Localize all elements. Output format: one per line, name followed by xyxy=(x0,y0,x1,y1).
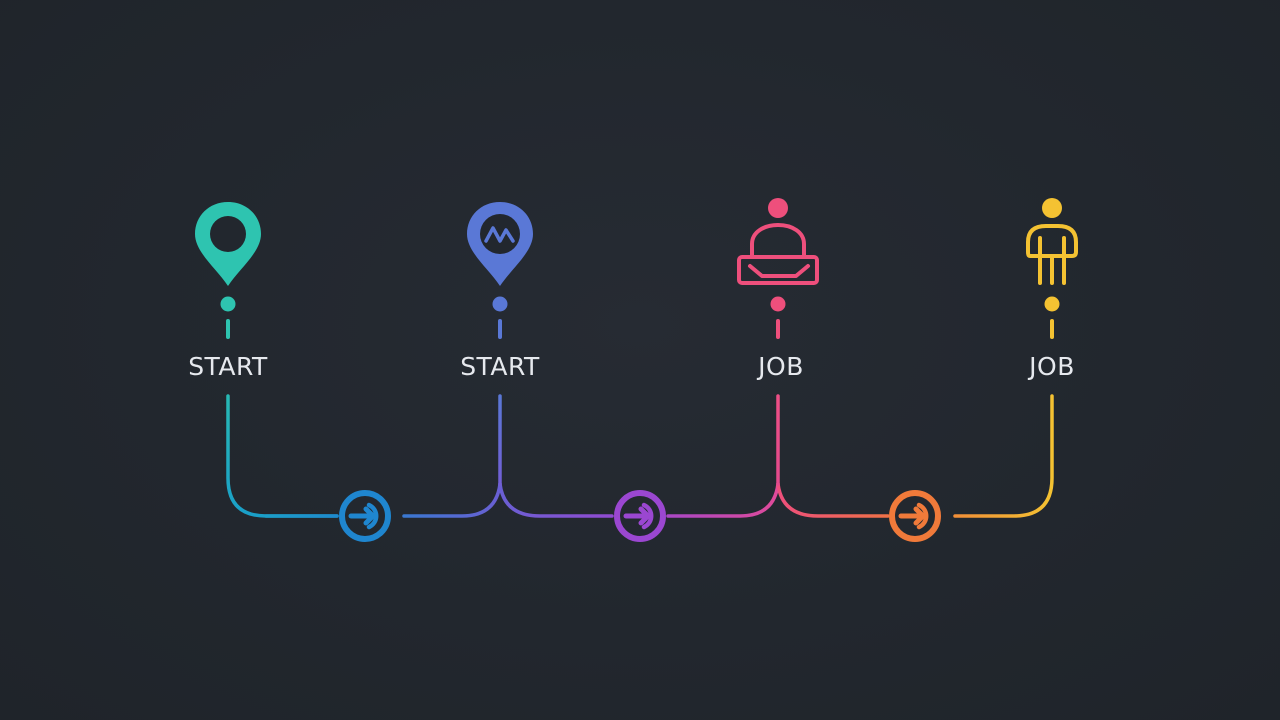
node-4-dot xyxy=(1044,296,1060,312)
node-1-label: START xyxy=(188,352,268,381)
connector-2[interactable] xyxy=(614,490,666,542)
rail-segment-2-right xyxy=(666,482,780,518)
rail-segment-3-right xyxy=(953,394,1054,518)
connector-rail xyxy=(226,394,1054,518)
node-3-label: JOB xyxy=(758,352,804,381)
rail-segment-1-left xyxy=(226,394,339,518)
person-at-desk-icon xyxy=(737,198,819,285)
node-4[interactable] xyxy=(1026,198,1078,339)
node-1-dot xyxy=(220,296,236,312)
arrow-circle-icon xyxy=(614,490,666,542)
node-4-label: JOB xyxy=(1029,352,1075,381)
rail-segment-1-right xyxy=(402,482,502,518)
arrow-circle-icon xyxy=(889,490,941,542)
node-3-dot xyxy=(770,296,786,312)
connector-3[interactable] xyxy=(889,490,941,542)
location-pin-wave-icon xyxy=(467,202,533,286)
location-pin-icon xyxy=(195,202,261,286)
node-3[interactable] xyxy=(737,198,819,339)
rail-segment-2-left xyxy=(498,482,614,518)
node-2[interactable] xyxy=(467,202,533,339)
node-2-dot xyxy=(492,296,508,312)
person-icon xyxy=(1026,198,1078,285)
rail-segment-3-left xyxy=(776,482,890,518)
node-1[interactable] xyxy=(195,202,261,339)
node-2-label: START xyxy=(460,352,540,381)
arrow-circle-icon xyxy=(339,490,391,542)
connector-1[interactable] xyxy=(339,490,391,542)
